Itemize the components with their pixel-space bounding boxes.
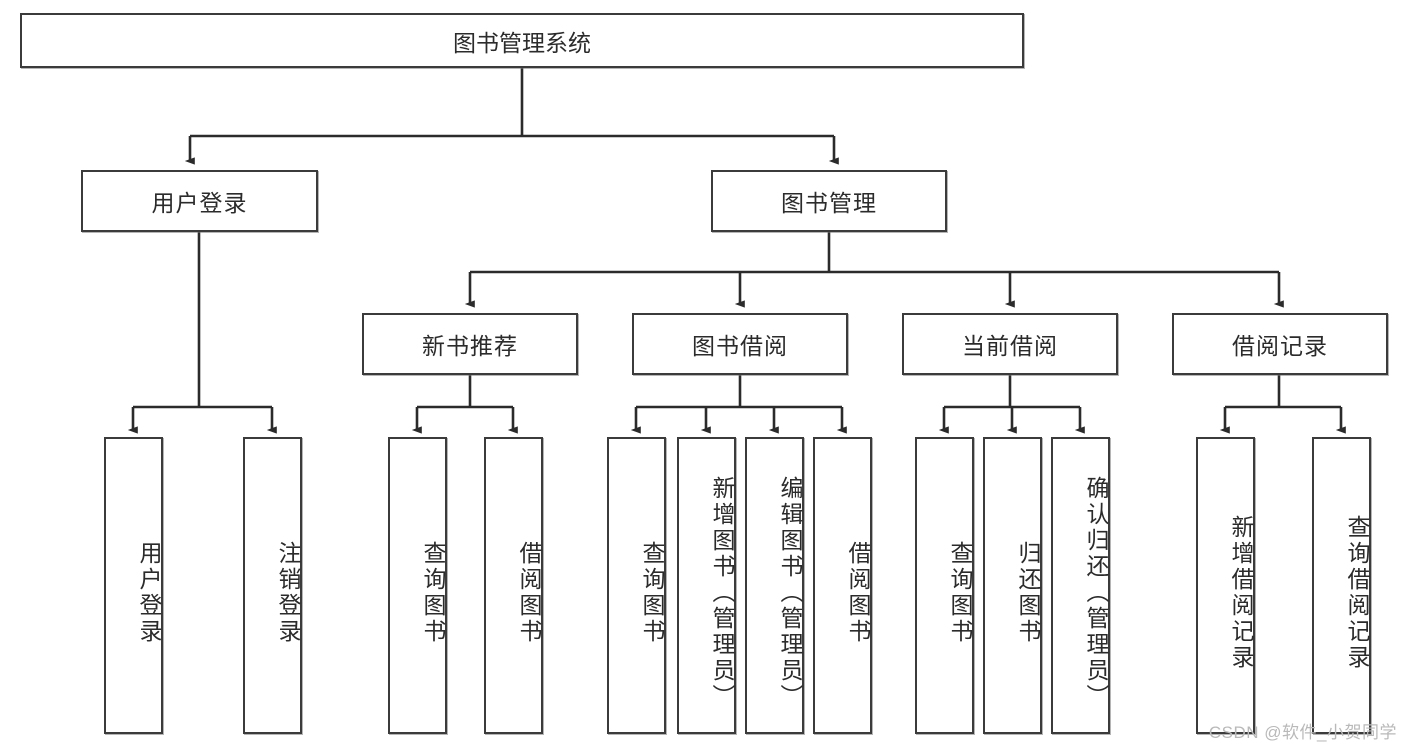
- node-label: 新增借阅记录: [1228, 514, 1254, 671]
- node-label: 借阅图书: [845, 540, 871, 645]
- node-label: 查询图书: [639, 540, 665, 645]
- leaf-book-borrow-borrow[interactable]: 借阅图书: [813, 437, 872, 734]
- leaf-borrow-record-query[interactable]: 查询借阅记录: [1312, 437, 1371, 734]
- node-root-system[interactable]: 图书管理系统: [20, 13, 1024, 68]
- node-label: 借阅图书: [516, 540, 542, 645]
- leaf-borrow-record-add[interactable]: 新增借阅记录: [1196, 437, 1255, 734]
- leaf-current-borrow-query[interactable]: 查询图书: [915, 437, 974, 734]
- node-new-book-recommend[interactable]: 新书推荐: [362, 313, 578, 375]
- leaf-user-login-signin[interactable]: 用户登录: [104, 437, 163, 734]
- node-label: 借阅记录: [1232, 333, 1328, 359]
- node-book-borrow[interactable]: 图书借阅: [632, 313, 848, 375]
- leaf-current-borrow-return[interactable]: 归还图书: [983, 437, 1042, 734]
- leaf-book-borrow-query[interactable]: 查询图书: [607, 437, 666, 734]
- node-user-login[interactable]: 用户登录: [81, 170, 318, 232]
- node-label: 编辑图书（管理员）: [777, 475, 803, 710]
- leaf-current-borrow-confirm-return[interactable]: 确认归还（管理员）: [1051, 437, 1110, 734]
- node-label: 图书管理系统: [453, 29, 591, 56]
- node-label: 归还图书: [1015, 540, 1041, 645]
- node-label: 查询图书: [420, 540, 446, 645]
- node-label: 新增图书（管理员）: [709, 475, 735, 710]
- node-label: 用户登录: [151, 190, 248, 216]
- node-label: 确认归还（管理员）: [1083, 475, 1109, 710]
- node-book-management[interactable]: 图书管理: [711, 170, 947, 232]
- node-label: 查询借阅记录: [1344, 514, 1370, 671]
- leaf-new-book-borrow[interactable]: 借阅图书: [484, 437, 543, 734]
- leaf-new-book-query[interactable]: 查询图书: [388, 437, 447, 734]
- node-label: 注销登录: [275, 540, 301, 645]
- node-label: 图书管理: [781, 190, 877, 216]
- leaf-book-borrow-edit[interactable]: 编辑图书（管理员）: [745, 437, 804, 734]
- node-label: 查询图书: [947, 540, 973, 645]
- watermark: CSDN @软件_小贺同学: [1208, 723, 1397, 742]
- node-current-borrow[interactable]: 当前借阅: [902, 313, 1118, 375]
- node-label: 当前借阅: [962, 333, 1058, 359]
- node-borrow-record[interactable]: 借阅记录: [1172, 313, 1388, 375]
- node-label: 新书推荐: [422, 333, 518, 359]
- leaf-book-borrow-add[interactable]: 新增图书（管理员）: [677, 437, 736, 734]
- leaf-user-login-signout[interactable]: 注销登录: [243, 437, 302, 734]
- node-label: 用户登录: [136, 540, 162, 645]
- node-label: 图书借阅: [692, 333, 788, 359]
